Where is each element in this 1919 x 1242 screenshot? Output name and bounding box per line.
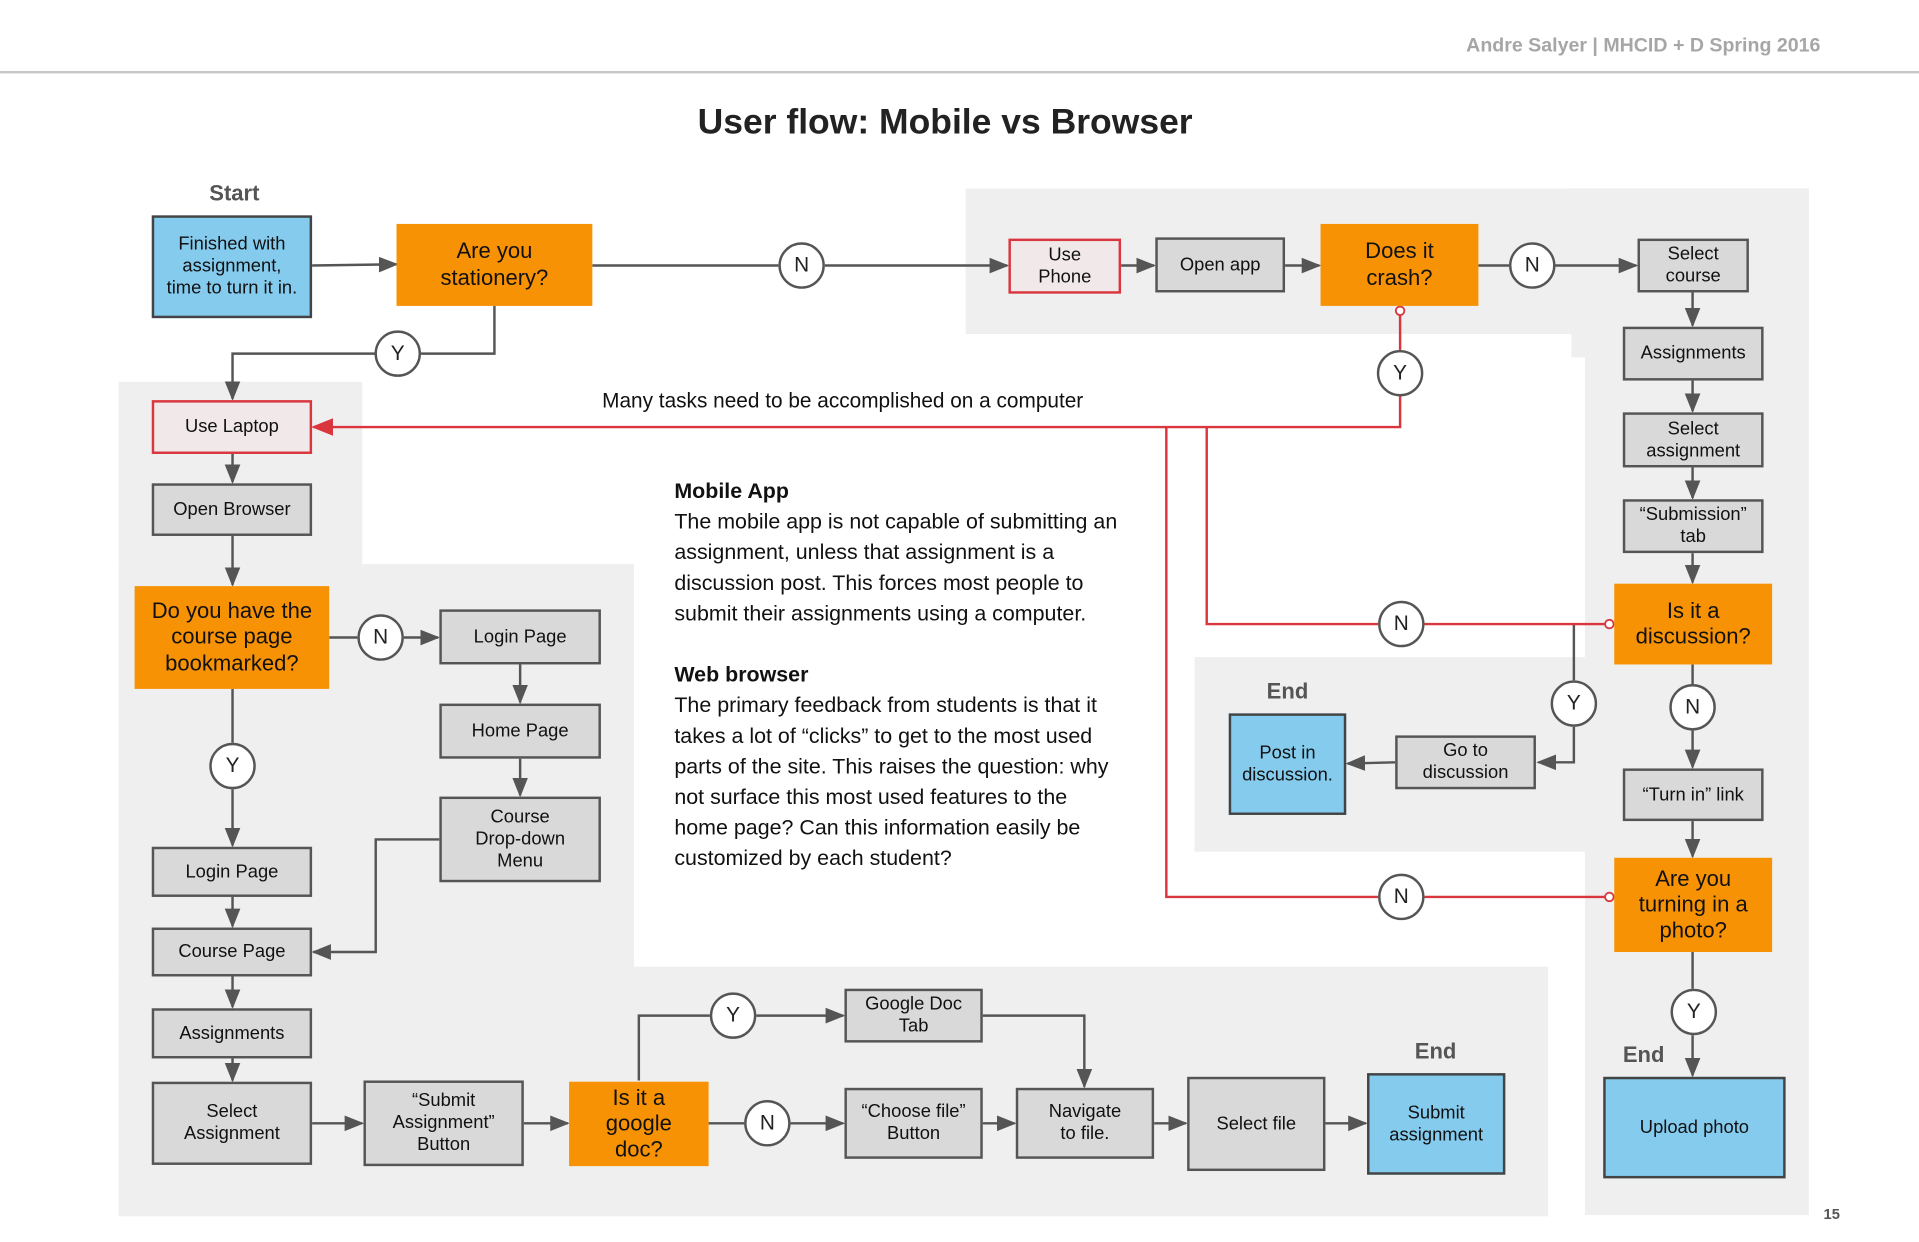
node-use-phone: Use Phone: [1008, 238, 1122, 294]
connector-no: N: [1378, 873, 1425, 921]
mobile-app-heading: Mobile App: [674, 478, 789, 503]
node-submission-tab: “Submission” tab: [1622, 499, 1764, 554]
node-turn-in-link: “Turn in” link: [1622, 768, 1764, 822]
node-assignments-mobile: Assignments: [1622, 326, 1764, 381]
mobile-app-text: The mobile app is not capable of submitt…: [674, 509, 1118, 626]
decision-google-doc: Is it a google doc?: [569, 1081, 709, 1167]
connector-yes: Y: [1670, 988, 1718, 1036]
node-course-page: Course Page: [151, 927, 313, 977]
node-select-assignment-browser: Select Assignment: [151, 1081, 313, 1165]
node-select-file: Select file: [1187, 1076, 1326, 1172]
node-home-page: Home Page: [439, 703, 601, 759]
connector-yes: Y: [209, 742, 256, 790]
node-course-dropdown: Course Drop-down Menu: [439, 796, 601, 883]
node-submit-assignment-button: “Submit Assignment” Button: [363, 1080, 524, 1167]
node-select-course-mobile: Select course: [1637, 238, 1749, 293]
computer-note: Many tasks need to be accomplished on a …: [602, 389, 1084, 413]
connector-yes: Y: [709, 992, 757, 1039]
notes-block: Mobile App The mobile app is not capable…: [674, 476, 1117, 904]
node-login-page-left: Login Page: [151, 846, 313, 897]
connector-no: N: [1378, 600, 1425, 648]
node-open-app: Open app: [1155, 237, 1286, 293]
node-choose-file-button: “Choose file” Button: [844, 1087, 983, 1159]
node-submit-assignment: Submit assignment: [1367, 1073, 1506, 1175]
node-google-doc-tab: Google Doc Tab: [844, 988, 983, 1043]
decision-bookmarked: Do you have the course page bookmarked?: [134, 586, 330, 689]
end-label-photo: End: [1622, 1042, 1665, 1068]
web-browser-heading: Web browser: [674, 661, 809, 687]
connector-yes: Y: [1550, 680, 1598, 727]
node-go-to-discussion: Go to discussion: [1395, 735, 1536, 790]
node-select-assignment-mobile: Select assignment: [1622, 412, 1764, 468]
end-label-submit: End: [1414, 1038, 1457, 1064]
node-use-laptop: Use Laptop: [151, 400, 313, 454]
connector-no: N: [1509, 242, 1556, 289]
node-login-page-right: Login Page: [439, 609, 601, 665]
end-label-discussion: End: [1266, 679, 1309, 704]
connector-yes: Y: [374, 330, 422, 377]
header-rule: [0, 70, 1919, 74]
connector-no: N: [778, 242, 825, 289]
node-assignments-browser: Assignments: [151, 1008, 313, 1059]
connector-yes: Y: [1376, 349, 1424, 397]
web-browser-text: The primary feedback from students is th…: [674, 692, 1109, 871]
decision-is-discussion: Is it a discussion?: [1614, 583, 1773, 665]
connector-no: N: [357, 614, 404, 661]
start-label: Start: [209, 181, 260, 206]
node-open-browser: Open Browser: [151, 483, 313, 536]
node-upload-photo: Upload photo: [1603, 1076, 1786, 1179]
connector-no: N: [1669, 684, 1716, 731]
node-navigate-to-file: Navigate to file.: [1015, 1087, 1155, 1159]
node-finished: Finished with assignment, time to turn i…: [151, 215, 313, 319]
header-author: Andre Salyer | MHCID + D Spring 2016: [1466, 35, 1821, 57]
page-number: 15: [1823, 1205, 1840, 1223]
connector-no: N: [744, 1100, 791, 1147]
node-post-in-discussion: Post in discussion.: [1228, 713, 1347, 815]
decision-crash: Does it crash?: [1320, 223, 1479, 306]
slide-title: User flow: Mobile vs Browser: [697, 102, 1193, 142]
decision-stationery: Are you stationery?: [396, 223, 593, 306]
decision-turning-photo: Are you turning in a photo?: [1614, 857, 1773, 952]
